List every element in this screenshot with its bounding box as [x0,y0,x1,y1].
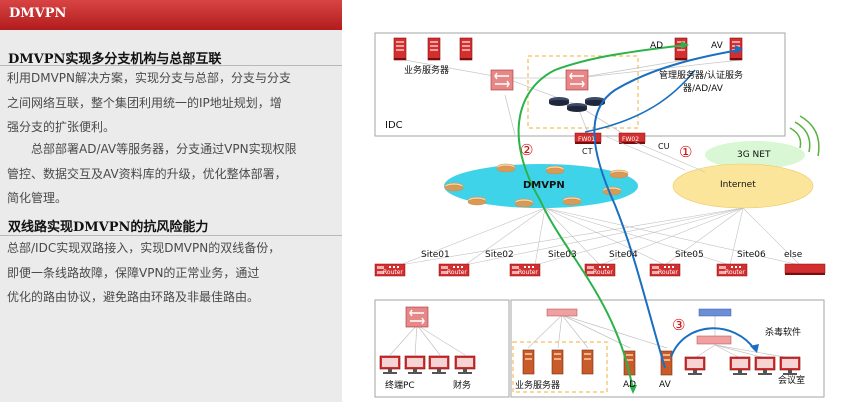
branch-business-label: 业务服务器 [515,381,561,391]
section2-line: 即便一条线路故障，保障VPN的正常业务，通过 [7,265,260,280]
business-servers-label: 业务服务器 [404,66,450,76]
network-diagram-svg [374,32,826,398]
net3g-label: 3G NET [737,150,771,160]
mgmt-servers-label-2: 器/AD/AV [683,84,723,94]
marker-2: ② [520,141,534,159]
router-tag: Router [447,269,467,276]
section1-divider [0,65,342,66]
section2-line: 优化的路由协议，避免路由环路及非最佳路由。 [7,290,260,304]
blue-path [593,49,740,369]
section1-line: 之间网络互联，整个集团利用统一的IP地址规划，增 [7,95,282,110]
branch-av-label: AV [659,380,671,390]
blue-path-cu [584,69,696,133]
else-router-icon [784,263,826,275]
terminal-label: 终端PC [385,381,415,391]
section1-line: 利用DMVPN解决方案，实现分支与总部，分支与分支 [7,71,292,85]
router-tag: Router [725,269,745,276]
fw1-label: FW01 [578,136,596,143]
marker-1: ① [679,143,693,161]
dmvpn-label: DMVPN [523,180,565,191]
green-arrow-head [681,41,689,49]
else-label: else [784,250,803,260]
net3g-cloud [705,141,805,169]
section1-line: 强分支的扩张便利。 [7,120,116,134]
idc-label: IDC [385,120,403,131]
section2-title: 双线路实现DMVPN的抗风险能力 [8,220,209,235]
section2-paragraph: 总部/IDC实现双路接入，实现DMVPN的双线备份， 即便一条线路故障，保障VP… [7,236,280,310]
section1-title: DMVPN实现多分支机构与总部互联 [8,52,222,67]
branch-box-left [374,299,510,398]
antivirus-label: 杀毒软件 [765,328,802,338]
marker-3: ③ [672,316,686,334]
site02-label: Site02 [485,250,514,260]
branch-right-wires [527,314,791,359]
ct-label: CT [582,147,593,156]
branch-left-wires [389,324,466,356]
ad-label: AD [650,41,664,51]
section1-line: 简化管理。 [7,191,68,205]
site04-label: Site04 [609,250,638,260]
wifi-signal-icon [789,115,820,157]
blue-arrow-head [735,45,743,54]
mgmt-servers-label: 管理服务器/认证服务 [659,71,744,81]
section2-divider [0,235,342,236]
fw2-label: FW02 [622,136,640,143]
blue-branch-arrow-head [750,344,759,353]
header-bar: DMVPN [0,0,342,30]
router-tag: Router [658,269,678,276]
branch-hub-icon [696,335,732,345]
section1-paragraph1: 利用DMVPN解决方案，实现分支与总部，分支与分支 之间网络互联，整个集团利用统… [7,66,291,140]
site01-label: Site01 [421,250,450,260]
green-path [517,44,686,391]
branch-switch-blue-icon [698,308,732,317]
router-tag: Router [593,269,613,276]
av-label: AV [711,41,723,51]
finance-label: 财务 [453,381,472,391]
site-links [399,135,801,266]
section1-line: 总部部署AD/AV等服务器，分支通过VPN实现权限 [7,142,297,156]
network-diagram: IDC 业务服务器 AD AV 管理服务器/认证服务 器/AD/AV FW01 … [345,0,859,417]
blue-path-branch [670,327,756,358]
green-arrow-head-bottom [629,385,637,394]
branch-business-dashed-box [512,341,608,393]
section1-paragraph2: 总部部署AD/AV等服务器，分支通过VPN实现权限 管控、数据交互及AV资料库的… [7,137,297,211]
branch-switch-icon [546,308,578,317]
dmvpn-cloud [444,164,638,208]
cu-label: CU [658,142,670,151]
left-panel: DMVPN DMVPN实现多分支机构与总部互联 利用DMVPN解决方案，实现分支… [0,0,342,402]
branch-ad-label: AD [623,380,637,390]
section1-line: 管控、数据交互及AV资料库的升级，优化整体部署， [7,166,287,181]
section2-line: 总部/IDC实现双路接入，实现DMVPN的双线备份， [7,241,281,255]
site03-label: Site03 [548,250,577,260]
site06-label: Site06 [737,250,766,260]
router-tag: Router [518,269,538,276]
router-tag: Router [383,269,403,276]
header-title: DMVPN [9,6,67,21]
site05-label: Site05 [675,250,704,260]
internet-label: Internet [720,180,756,190]
meeting-room-label: 会议室 [778,376,806,386]
